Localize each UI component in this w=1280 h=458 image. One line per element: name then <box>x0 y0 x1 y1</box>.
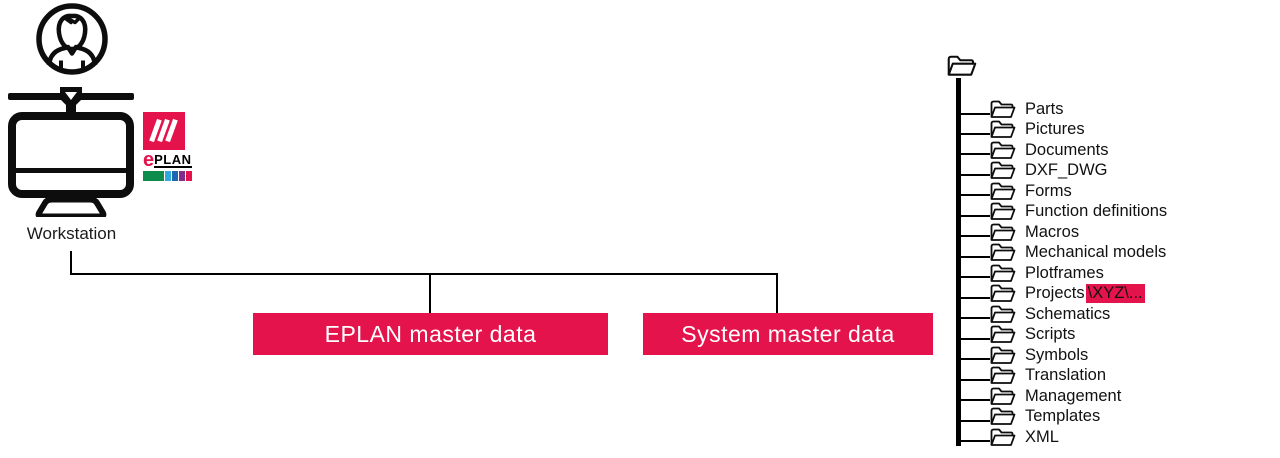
folder-icon <box>990 366 1016 385</box>
tree-branch-line <box>958 440 990 443</box>
tree-row: Function definitions <box>958 201 1167 222</box>
system-master-data-label: System master data <box>681 320 895 347</box>
folder-label: Translation <box>1025 366 1107 385</box>
eplan-logo: e PLAN <box>143 112 199 181</box>
projects-path-highlight: \XYZ\... <box>1085 284 1145 304</box>
folder-icon <box>990 223 1016 241</box>
monitor-icon <box>8 87 134 217</box>
folder-label: Management <box>1025 386 1122 405</box>
tree-row: Macros <box>958 222 1079 243</box>
tree-branch-line <box>958 153 990 156</box>
tree-branch-line <box>958 399 990 402</box>
folder-icon <box>990 428 1016 446</box>
tree-branch-line <box>958 112 990 115</box>
tree-branch-line <box>958 235 990 238</box>
connector-line <box>70 251 72 274</box>
folder-label: Documents <box>1025 140 1109 159</box>
folder-icon <box>990 346 1016 364</box>
eplan-logo-text: e PLAN <box>143 149 199 171</box>
tree-row: Parts <box>958 99 1064 120</box>
folder-icon <box>990 284 1016 303</box>
folder-label: Mechanical models <box>1025 243 1167 262</box>
eplan-logo-colorbar <box>143 171 199 181</box>
workstation-label: Workstation <box>26 224 117 243</box>
folder-label: Pictures <box>1025 120 1085 139</box>
folder-icon <box>990 387 1016 405</box>
tree-row: Pictures <box>958 119 1085 140</box>
folder-label: Function definitions <box>1025 202 1168 221</box>
tree-branch-line <box>958 214 990 217</box>
folder-icon <box>990 325 1016 344</box>
root-folder-icon <box>947 55 977 76</box>
folder-icon <box>990 121 1016 139</box>
connector-line <box>429 273 431 314</box>
folder-label: Parts <box>1025 100 1064 118</box>
tree-branch-line <box>958 317 990 320</box>
folder-label: Forms <box>1025 181 1072 200</box>
tree-branch-line <box>958 419 990 422</box>
tree-trunk-line <box>956 78 961 446</box>
tree-row: Documents <box>958 140 1108 161</box>
tree-branch-line <box>958 296 990 299</box>
folder-label: Projects <box>1025 284 1085 303</box>
folder-icon <box>990 162 1016 180</box>
tree-row: Management <box>958 386 1121 407</box>
folder-icon <box>990 407 1016 425</box>
tree-row: DXF_DWG <box>958 160 1108 181</box>
tree-row: Scripts <box>958 324 1075 345</box>
tree-branch-line <box>958 378 990 381</box>
folder-icon <box>990 182 1016 200</box>
folder-label: Macros <box>1025 222 1080 241</box>
folder-label: Plotframes <box>1025 263 1104 282</box>
tree-row: Symbols <box>958 345 1088 366</box>
eplan-master-data-label: EPLAN master data <box>324 320 537 347</box>
system-master-data-box: System master data <box>643 313 933 355</box>
folder-label: XML <box>1025 427 1059 446</box>
tree-branch-line <box>958 276 990 279</box>
tree-row: XML <box>958 427 1059 448</box>
tree-row: Templates <box>958 406 1100 427</box>
tree-branch-line <box>958 173 990 176</box>
eplan-logo-plan: PLAN <box>154 152 192 168</box>
folder-icon <box>990 202 1016 221</box>
connector-line <box>70 273 778 275</box>
folder-icon <box>990 243 1016 262</box>
folder-label: Symbols <box>1025 345 1089 364</box>
folder-label: Templates <box>1025 407 1101 426</box>
folder-label: DXF_DWG <box>1025 161 1108 180</box>
tree-branch-line <box>958 194 990 197</box>
tree-row: Projects \XYZ\... <box>958 283 1145 304</box>
folder-icon <box>990 100 1016 118</box>
tree-branch-line <box>958 132 990 135</box>
tree-row: Mechanical models <box>958 242 1166 263</box>
tree-branch-line <box>958 337 990 340</box>
folder-icon <box>990 141 1016 159</box>
folder-icon <box>990 264 1016 282</box>
tree-row: Forms <box>958 181 1072 202</box>
tree-row: Schematics <box>958 304 1110 325</box>
tree-branch-line <box>958 255 990 258</box>
user-icon <box>36 3 108 75</box>
eplan-logo-square <box>143 112 185 150</box>
tree-row: Plotframes <box>958 263 1104 284</box>
folder-label: Scripts <box>1025 325 1076 344</box>
folder-icon <box>990 305 1016 323</box>
tree-branch-line <box>958 358 990 361</box>
folder-label: Schematics <box>1025 304 1111 323</box>
tree-row: Translation <box>958 365 1106 386</box>
eplan-master-data-box: EPLAN master data <box>253 313 608 355</box>
eplan-logo-e: e <box>143 149 155 171</box>
connector-line <box>776 273 778 314</box>
